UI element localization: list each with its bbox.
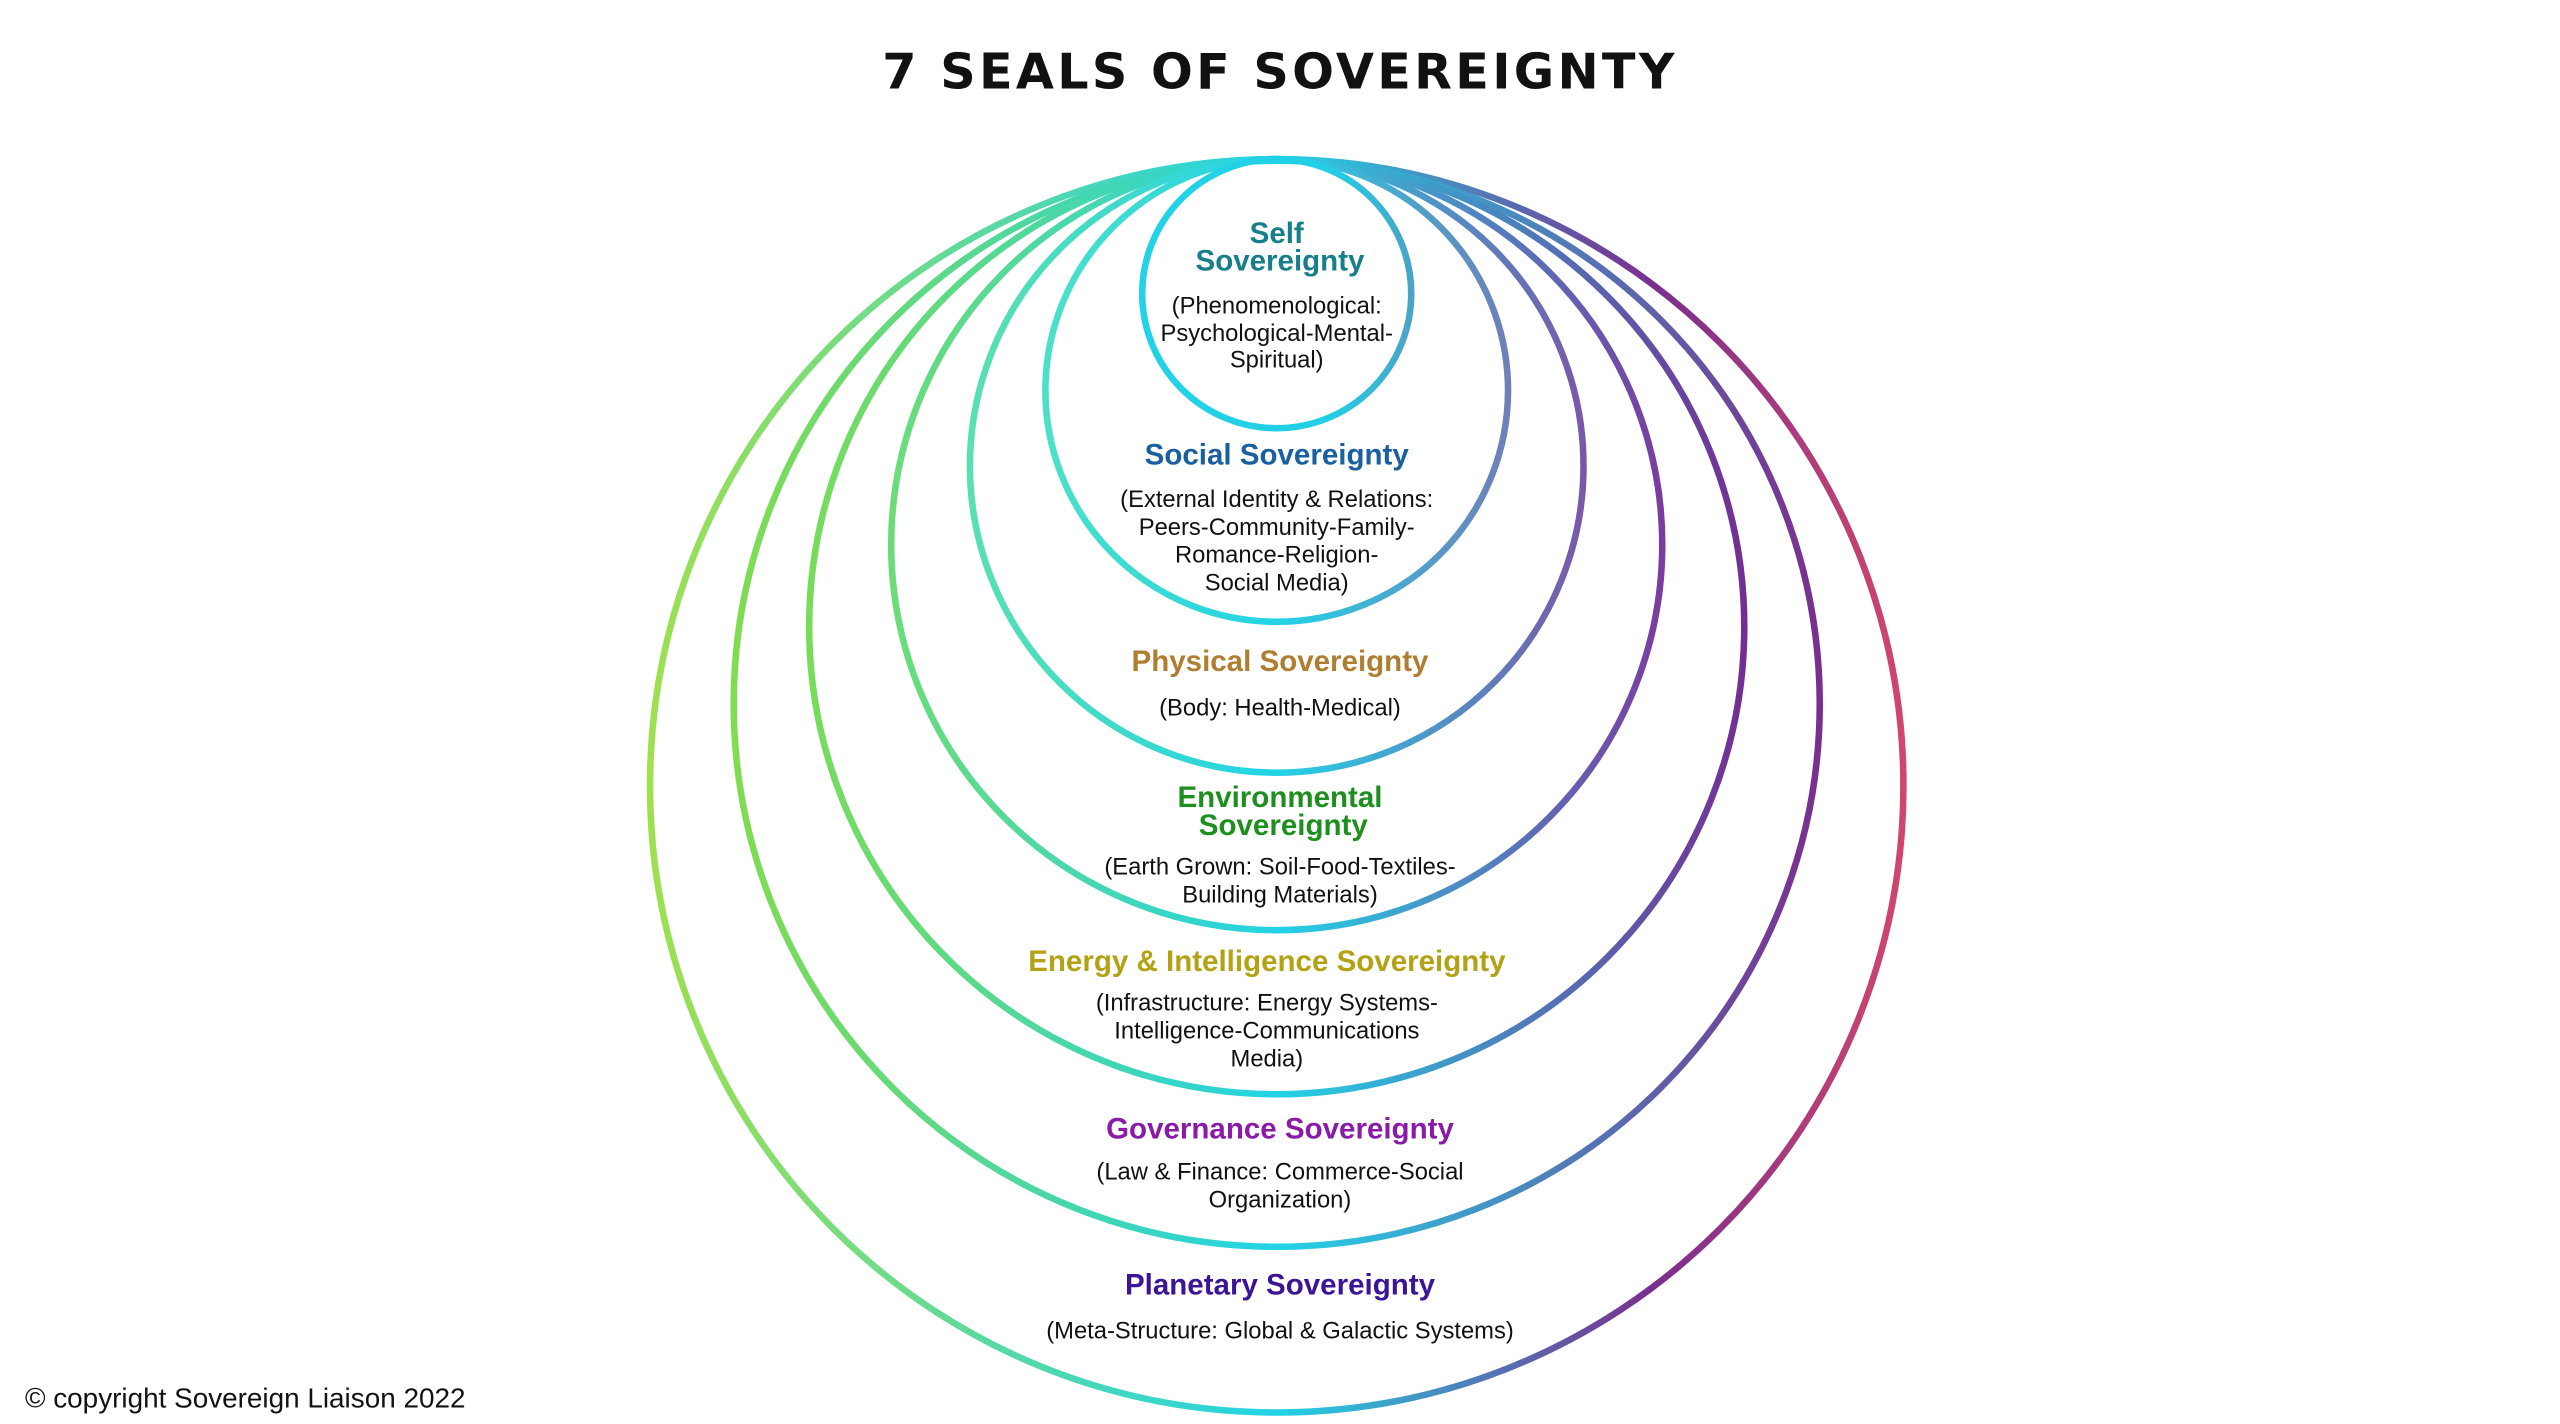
seal-title-planetary: Planetary Sovereignty: [1125, 1268, 1436, 1301]
seal-description: (External Identity & Relations:: [1120, 486, 1433, 513]
seal-title-physical: Physical Sovereignty: [1132, 645, 1430, 678]
seal-title-environmental: Sovereignty: [1199, 809, 1369, 842]
seal-title-environmental: Environmental: [1177, 781, 1382, 814]
seal-description: Social Media): [1205, 570, 1349, 597]
seal-description: (Earth Grown: Soil-Food-Textiles-: [1104, 853, 1455, 880]
seal-self: Self Sovereignty: [1196, 217, 1366, 278]
seal-description: Psychological-Mental-: [1160, 320, 1392, 347]
seal-description: Media): [1231, 1045, 1304, 1072]
seal-description: Organization): [1209, 1186, 1352, 1213]
seal-description: (Body: Health-Medical): [1159, 694, 1401, 721]
seal-title: Self: [1250, 217, 1304, 250]
diagram-title: 7 SEALS OF SOVEREIGNTY: [882, 43, 1677, 101]
seal-title-governance: Governance Sovereignty: [1106, 1113, 1454, 1146]
seal-description: (Law & Finance: Commerce-Social: [1096, 1159, 1463, 1186]
seal-title-energy: Energy & Intelligence Sovereignty: [1028, 945, 1506, 978]
seal-description: (Phenomenological:: [1172, 292, 1382, 319]
seal-description: Peers-Community-Family-: [1139, 514, 1415, 541]
seal-description: Romance-Religion-: [1175, 542, 1378, 569]
seal-description: Intelligence-Communications: [1114, 1017, 1419, 1044]
seal-ring-self: [1138, 155, 1415, 432]
seal-description: (Infrastructure: Energy Systems-: [1096, 990, 1438, 1017]
seal-title-social: Social Sovereignty: [1145, 438, 1410, 471]
seal-description: Spiritual): [1230, 346, 1324, 373]
seal-description: Building Materials): [1182, 881, 1378, 908]
seal-title: Sovereignty: [1196, 245, 1366, 278]
copyright-notice: © copyright Sovereign Liaison 2022: [25, 1383, 466, 1414]
seal-description: (Meta-Structure: Global & Galactic Syste…: [1046, 1318, 1514, 1345]
